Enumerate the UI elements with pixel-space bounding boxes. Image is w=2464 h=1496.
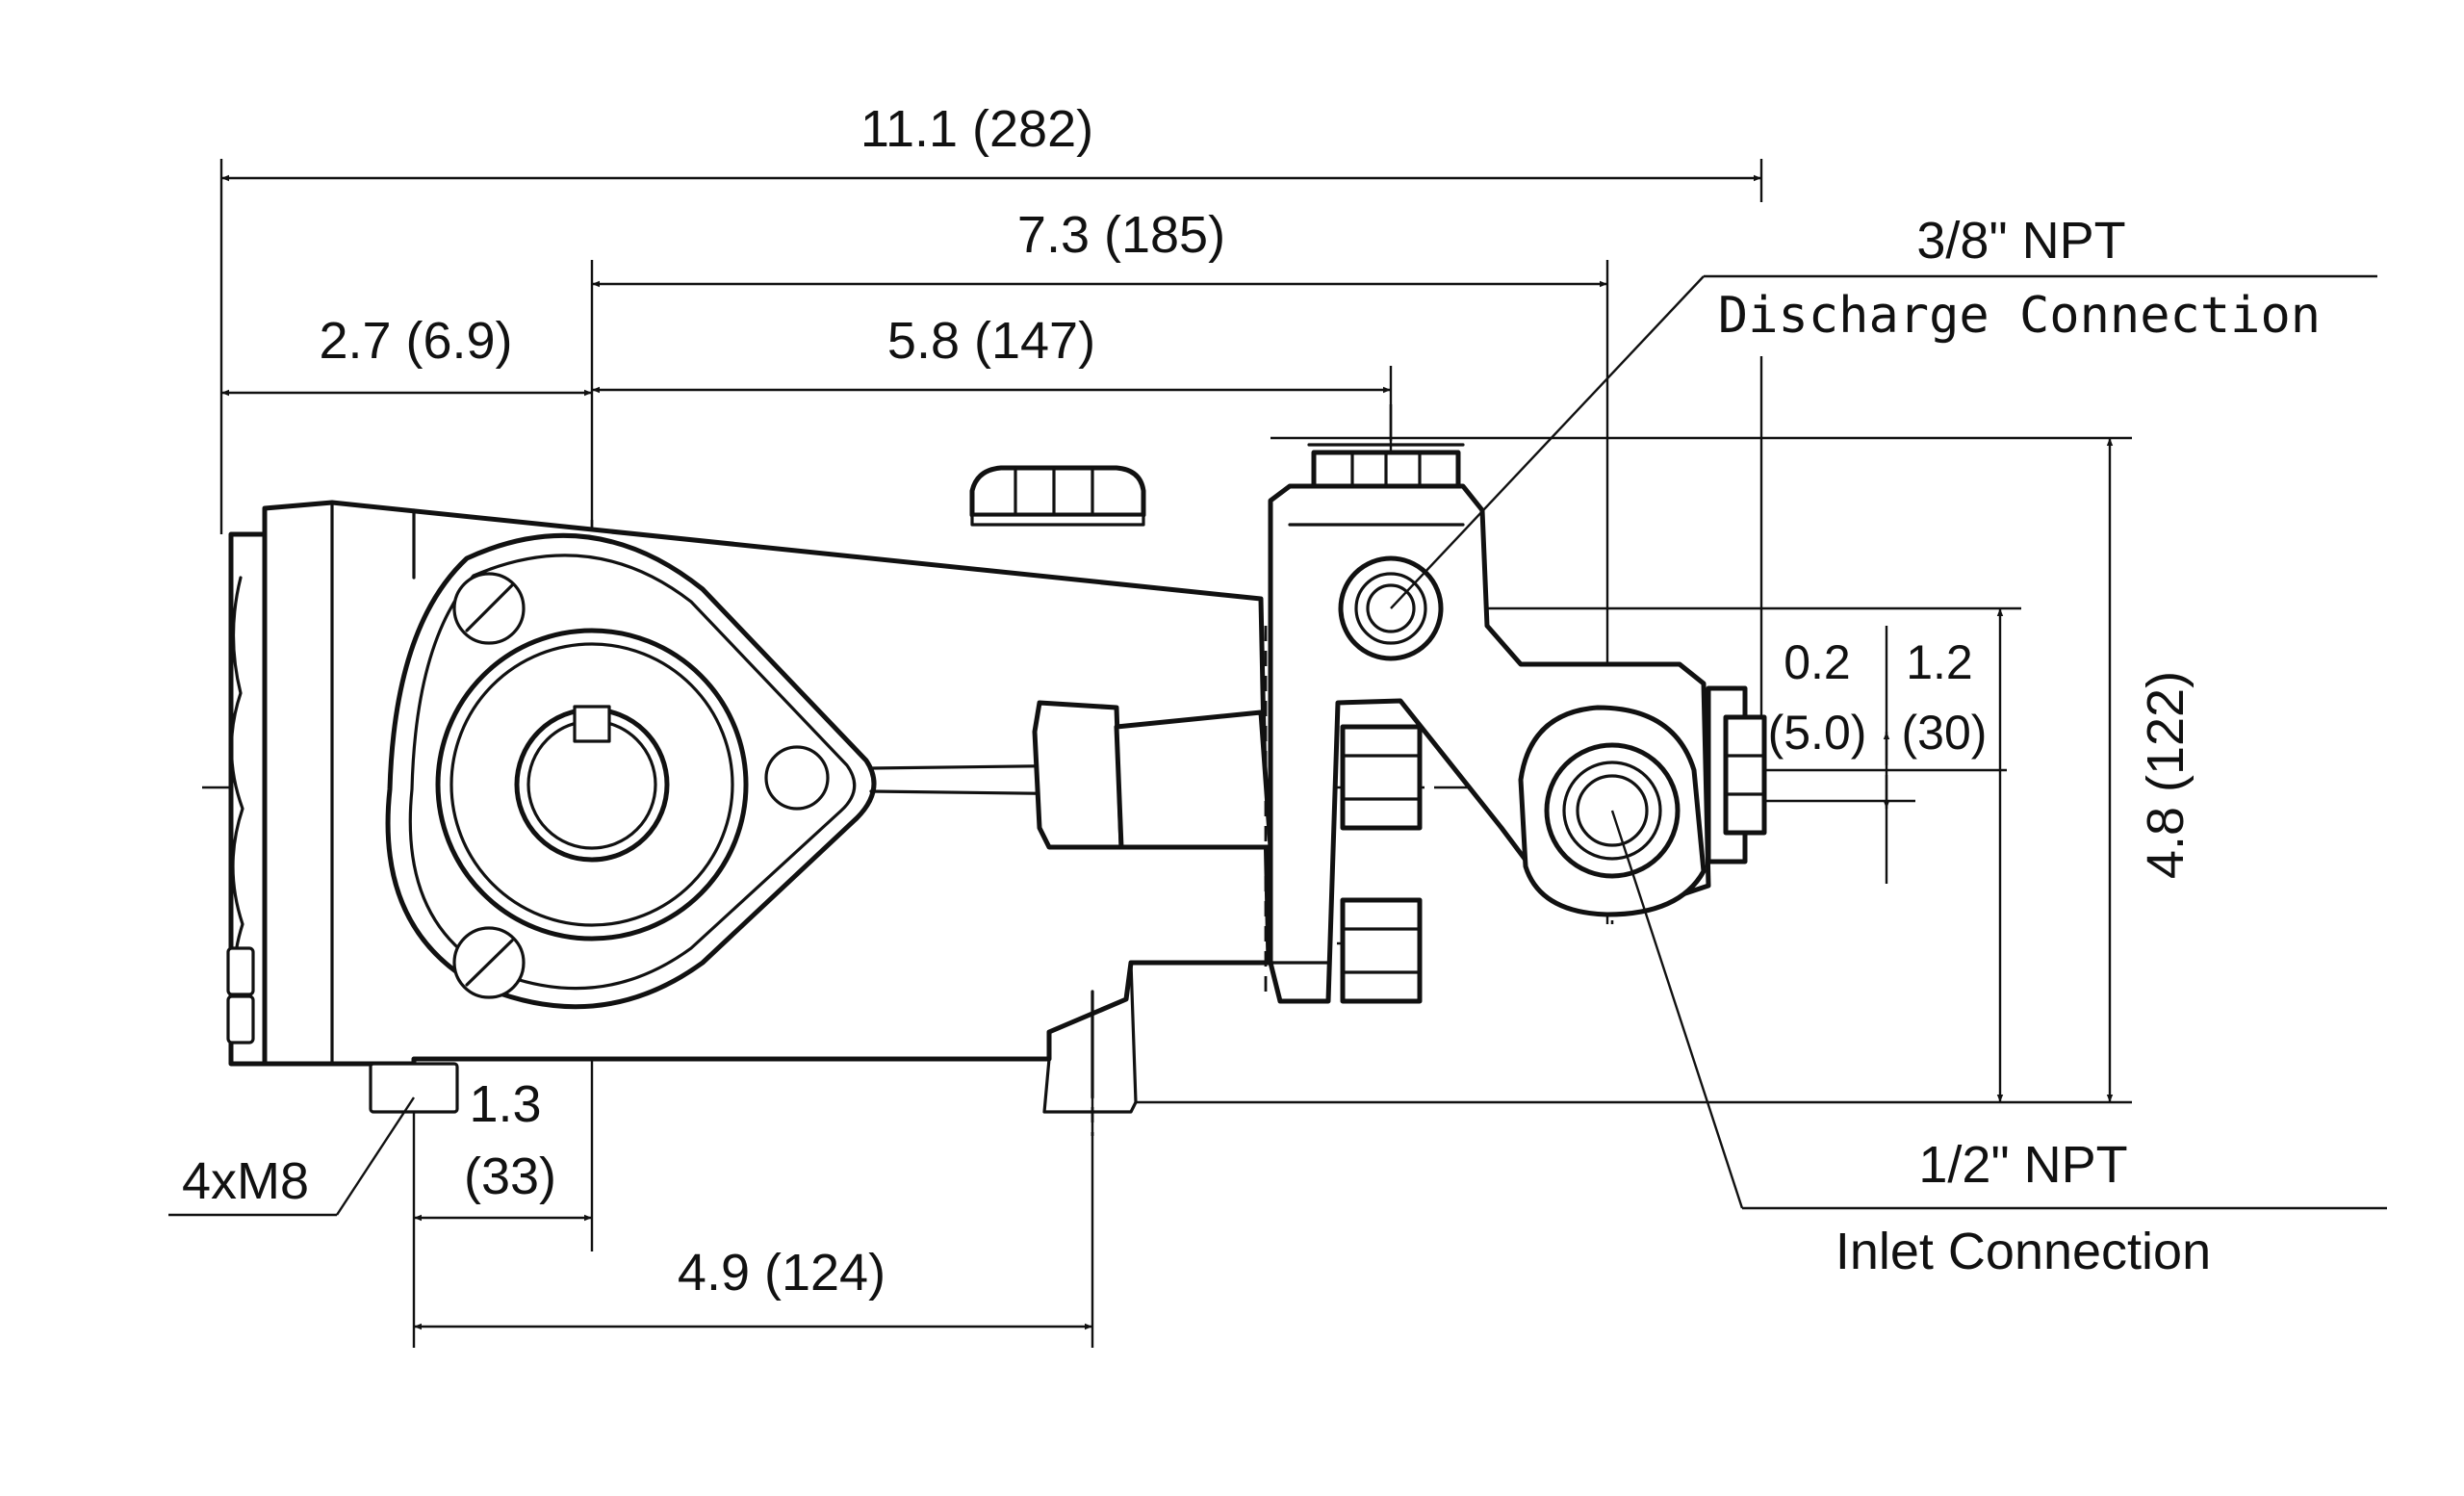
dim-port-rise-mm: (30) — [1902, 706, 1988, 760]
dimension-lines — [219, 159, 2132, 1348]
dimension-labels: 11.1 (282) 7.3 (185) 2.7 (6.9) 5.8 (147)… — [319, 100, 2194, 1302]
dim-port-offset-in: 0.2 — [1784, 635, 1851, 689]
discharge-name-label: Discharge Connection — [1718, 287, 2321, 345]
inlet-name-label: Inlet Connection — [1835, 1223, 2211, 1280]
pump-body — [226, 465, 1273, 1136]
dim-mount-spacing: 4.9 (124) — [678, 1244, 886, 1302]
dim-front-offset: 2.7 (6.9) — [319, 312, 512, 370]
mount-bolts-label: 4xM8 — [182, 1152, 309, 1210]
dim-valve-offset: 5.8 (147) — [887, 312, 1095, 370]
dim-discharge-offset: 7.3 (185) — [1017, 206, 1225, 264]
dim-port-offset-mm: (5.0) — [1768, 706, 1867, 760]
inlet-size-label: 1/2" NPT — [1918, 1136, 2127, 1194]
dim-foot-offset-mm: (33) — [464, 1148, 556, 1205]
dim-overall-height: 4.8 (122) — [2137, 671, 2194, 879]
dim-overall-length: 11.1 (282) — [860, 100, 1093, 158]
dim-foot-offset-in: 1.3 — [469, 1075, 541, 1133]
callout-labels: 3/8" NPT Discharge Connection 1/2" NPT I… — [182, 212, 2321, 1280]
valve-head — [1264, 443, 1767, 1004]
leader-lines — [168, 274, 2387, 1217]
discharge-size-label: 3/8" NPT — [1916, 212, 2125, 270]
dim-port-rise-in: 1.2 — [1906, 635, 1973, 689]
